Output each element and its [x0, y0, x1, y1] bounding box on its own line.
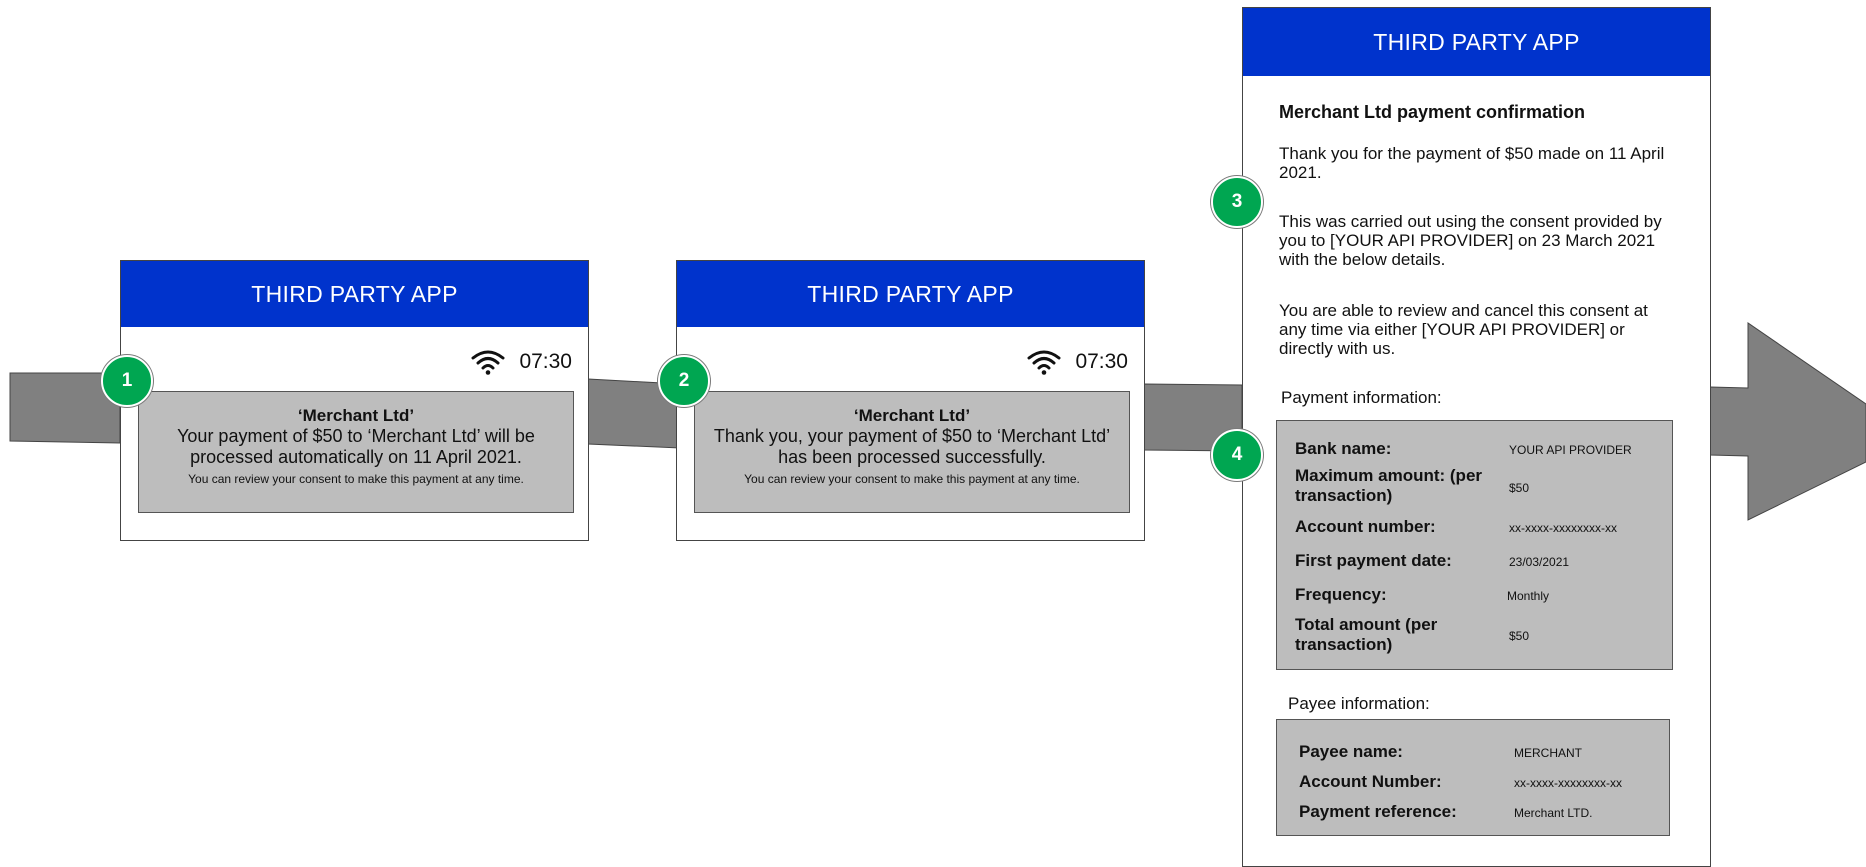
app-header: THIRD PARTY APP — [677, 261, 1144, 327]
info-value: xx-xxxx-xxxxxxxx-xx — [1514, 776, 1622, 790]
notification-card[interactable]: ‘Merchant Ltd’ Your payment of $50 to ‘M… — [138, 391, 574, 513]
info-value: $50 — [1509, 481, 1530, 495]
info-label: Account number: — [1295, 517, 1436, 536]
step-badge-4: 4 — [1211, 429, 1263, 481]
status-time: 07:30 — [519, 350, 572, 373]
confirmation-paragraph-3: You are able to review and cancel this c… — [1279, 301, 1648, 358]
notification-footnote: You can review your consent to make this… — [744, 472, 1080, 486]
screen-2: THIRD PARTY APP 07:30 ‘Merchant Ltd’ Tha… — [676, 260, 1145, 541]
notification-title: ‘Merchant Ltd’ — [297, 406, 415, 425]
info-label: Payee name: — [1299, 742, 1403, 761]
notification-title: ‘Merchant Ltd’ — [853, 406, 971, 425]
info-value: Merchant LTD. — [1514, 806, 1593, 820]
info-value: $50 — [1509, 629, 1530, 643]
confirmation-paragraph-1: Thank you for the payment of $50 made on… — [1279, 144, 1665, 182]
payee-info-row: Account Number: — [1299, 772, 1442, 792]
info-value: 23/03/2021 — [1509, 555, 1570, 569]
info-value: xx-xxxx-xxxxxxxx-xx — [1509, 521, 1617, 535]
info-value: MERCHANT — [1514, 746, 1582, 760]
wifi-icon — [1027, 350, 1061, 375]
info-value: Monthly — [1507, 589, 1550, 603]
screen-1: THIRD PARTY APP 07:30 ‘Merchant Ltd’ You… — [120, 260, 589, 541]
confirmation-paragraph-2: This was carried out using the consent p… — [1279, 212, 1662, 269]
payment-info-row: First payment date: — [1295, 551, 1452, 571]
info-label: Frequency: — [1295, 585, 1387, 604]
payment-info-row: Maximum amount: (per transaction) — [1295, 466, 1485, 506]
status-time: 07:30 — [1075, 350, 1128, 373]
payment-info-panel: Bank name: YOUR API PROVIDER Maximum amo… — [1276, 420, 1673, 670]
status-bar: 07:30 — [1027, 349, 1128, 375]
screen-3: THIRD PARTY APP Merchant Ltd payment con… — [1242, 7, 1711, 867]
notification-card[interactable]: ‘Merchant Ltd’ Thank you, your payment o… — [694, 391, 1130, 513]
notification-footnote: You can review your consent to make this… — [188, 472, 524, 486]
payment-info-row: Frequency: — [1295, 585, 1387, 605]
payment-info-row: Bank name: — [1295, 439, 1391, 459]
step-badge-1: 1 — [101, 355, 153, 407]
payee-info-label: Payee information: — [1288, 694, 1430, 713]
payee-info-row: Payment reference: — [1299, 802, 1457, 822]
arrow-next-icon — [1709, 322, 1866, 521]
info-value: YOUR API PROVIDER — [1509, 443, 1632, 457]
info-label: Account Number: — [1299, 772, 1442, 791]
wifi-icon — [471, 350, 505, 375]
info-label: Total amount (per transaction) — [1295, 615, 1438, 654]
notification-body: Your payment of $50 to ‘Merchant Ltd’ wi… — [177, 426, 535, 467]
payment-info-label: Payment information: — [1281, 388, 1442, 407]
payment-info-row: Account number: — [1295, 517, 1436, 537]
notification-body: Thank you, your payment of $50 to ‘Merch… — [713, 426, 1111, 467]
status-bar: 07:30 — [471, 349, 572, 375]
confirmation-heading: Merchant Ltd payment confirmation — [1279, 102, 1586, 122]
payee-info-row: Payee name: — [1299, 742, 1403, 762]
info-label: Bank name: — [1295, 439, 1392, 458]
payee-info-panel: Payee name: MERCHANT Account Number: xx-… — [1276, 719, 1670, 836]
step-badge-3: 3 — [1211, 176, 1263, 228]
info-label: Maximum amount: (per transaction) — [1295, 466, 1483, 505]
app-header: THIRD PARTY APP — [121, 261, 588, 327]
info-label: First payment date: — [1295, 551, 1452, 570]
step-badge-2: 2 — [658, 355, 710, 407]
payment-info-row: Total amount (per transaction) — [1295, 615, 1465, 655]
info-label: Payment reference: — [1299, 802, 1457, 821]
app-header: THIRD PARTY APP — [1243, 8, 1710, 76]
